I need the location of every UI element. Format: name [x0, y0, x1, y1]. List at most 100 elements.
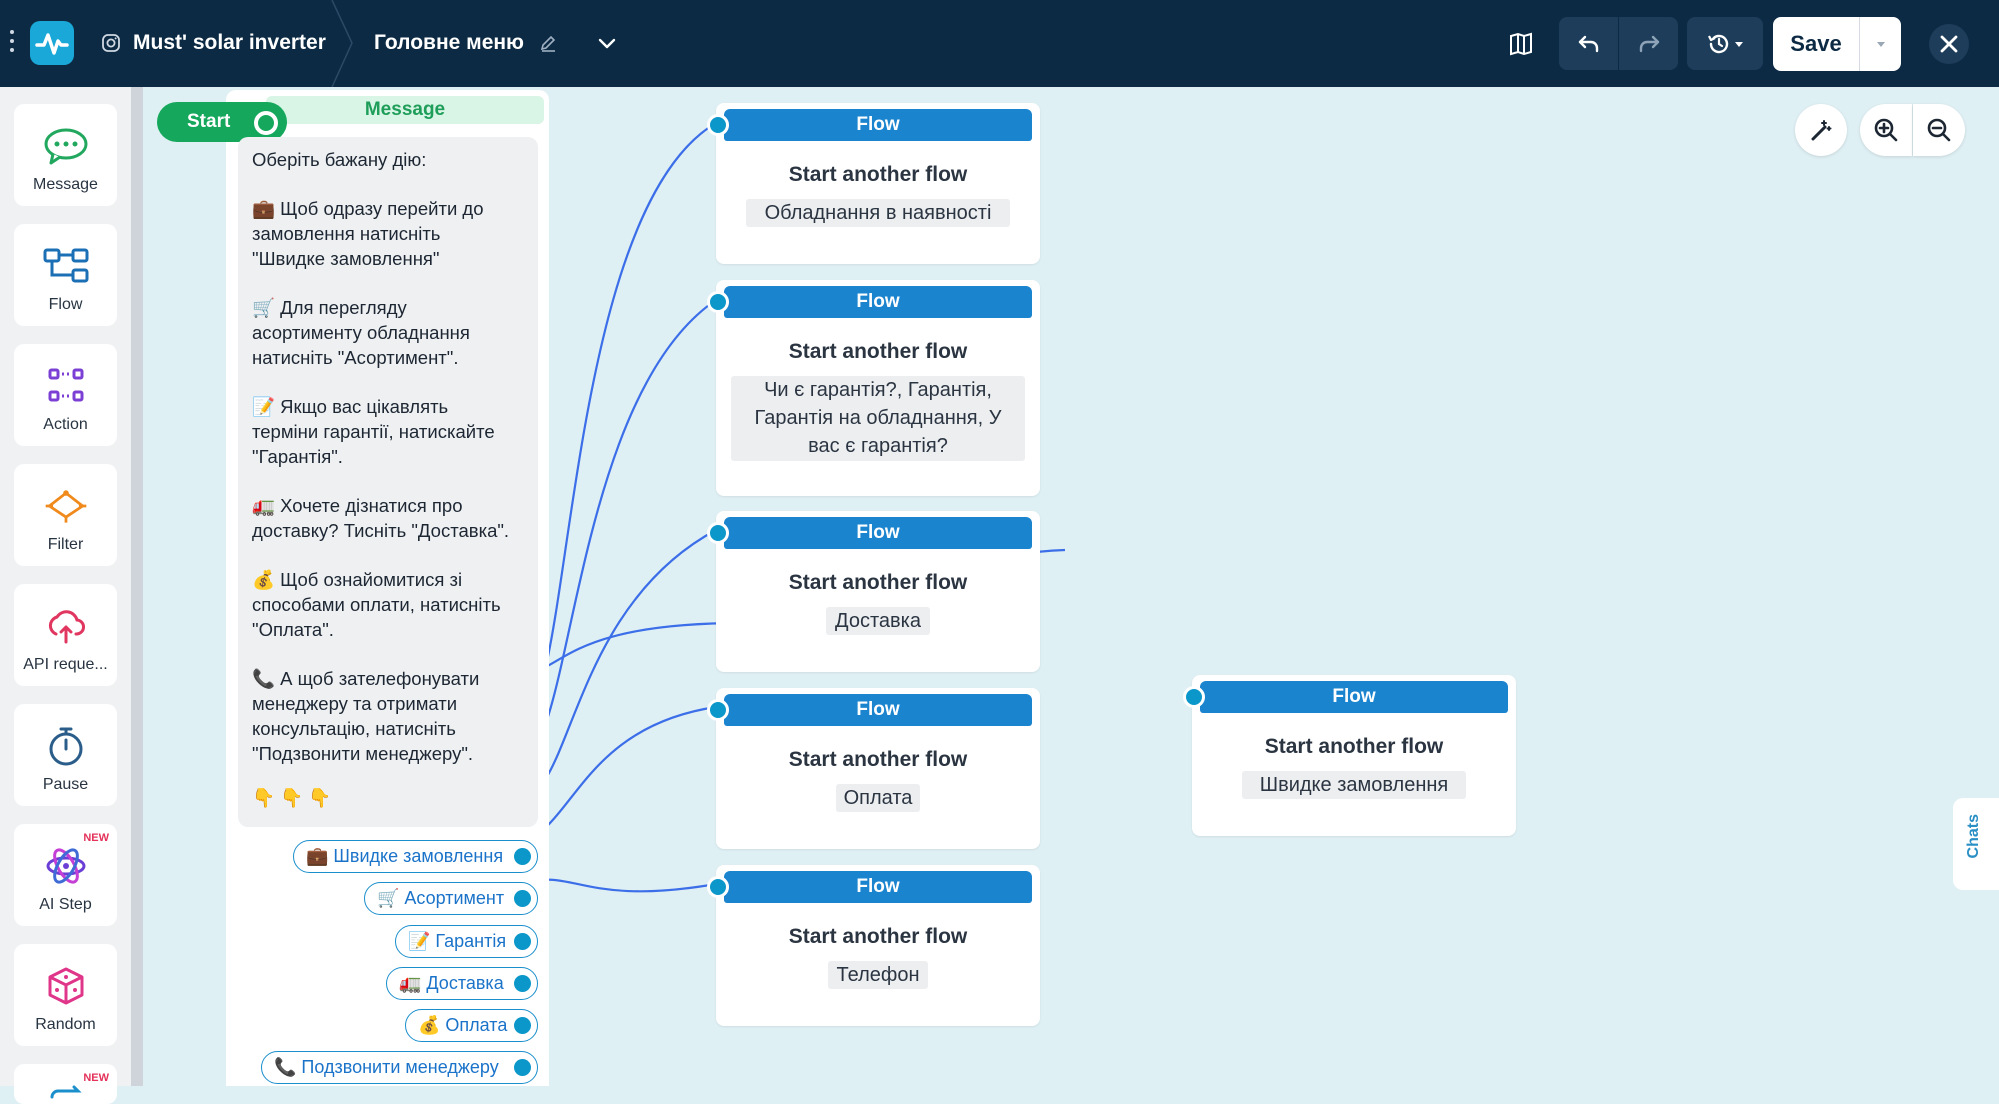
node-header: Message — [266, 96, 544, 124]
more-menu-icon[interactable] — [10, 30, 16, 56]
message-line: асортименту обладнання — [252, 322, 470, 343]
message-line: "Оплата". — [252, 619, 334, 640]
input-connector-icon[interactable] — [707, 699, 729, 721]
history-button[interactable] — [1687, 17, 1763, 70]
node-header: Flow — [724, 517, 1032, 549]
message-line: "Гарантія". — [252, 446, 343, 467]
chats-tab[interactable]: Chats — [1953, 798, 1999, 890]
message-icon — [42, 124, 90, 168]
palette-item-ai-step[interactable]: NEW AI Step — [14, 824, 117, 926]
ai-step-icon — [42, 844, 90, 888]
magic-wand-icon — [1811, 120, 1832, 141]
redo-icon — [1639, 35, 1659, 52]
map-book-button[interactable] — [1500, 17, 1542, 70]
output-connector-icon[interactable] — [514, 975, 531, 992]
pause-icon — [42, 724, 90, 768]
flow-node-subtitle: Start another flow — [788, 925, 968, 948]
node-header: Flow — [724, 694, 1032, 726]
input-connector-icon[interactable] — [707, 114, 729, 136]
message-line: 👇 👇 👇 — [252, 787, 332, 808]
target-flow-names: Чи є гарантія?, Гарантія, Гарантія на об… — [731, 376, 1025, 461]
undo-button[interactable] — [1559, 17, 1618, 70]
quick-reply-button[interactable]: 📞 Подзвонити менеджеру — [261, 1051, 538, 1084]
app-logo-icon[interactable] — [30, 21, 74, 65]
palette-item-flow[interactable]: Flow — [14, 224, 117, 326]
flow-node[interactable]: Flow Start another flow Оплата — [707, 688, 1040, 849]
connection-line — [522, 705, 717, 843]
magic-wand-button[interactable] — [1795, 104, 1847, 156]
quick-reply-button[interactable]: 📝 Гарантія — [395, 925, 538, 958]
edit-pencil-icon[interactable] — [538, 33, 558, 53]
new-badge: NEW — [83, 832, 109, 844]
save-button-group: Save — [1773, 17, 1901, 71]
save-options-button[interactable] — [1860, 17, 1901, 71]
target-flow-line: Гарантія на обладнання, У — [754, 407, 1002, 429]
chevron-down-icon[interactable] — [596, 32, 618, 54]
palette-item-api-request[interactable]: API reque... — [14, 584, 117, 686]
input-connector-icon[interactable] — [707, 291, 729, 313]
bot-title[interactable]: Must' solar inverter — [101, 26, 326, 60]
output-connector-icon[interactable] — [514, 890, 531, 907]
start-badge[interactable]: Start — [157, 102, 287, 142]
close-button[interactable] — [1926, 17, 1972, 70]
palette-item-action[interactable]: Action — [14, 344, 117, 446]
zoom-in-button[interactable] — [1860, 104, 1912, 156]
input-connector-icon[interactable] — [1183, 686, 1205, 708]
input-connector-icon[interactable] — [707, 876, 729, 898]
quick-reply-button[interactable]: 💰 Оплата — [405, 1009, 538, 1042]
save-button[interactable]: Save — [1790, 31, 1842, 56]
target-flow-name: Доставка — [826, 607, 930, 635]
palette-item-label: Flow — [48, 296, 83, 313]
palette-item-message[interactable]: Message — [14, 104, 117, 206]
quick-reply-button[interactable]: 🚛 Доставка — [386, 967, 538, 1000]
flow-icon — [42, 244, 90, 288]
random-icon — [42, 964, 90, 1008]
node-header: Flow — [724, 109, 1032, 141]
flow-node[interactable]: Flow Start another flow Доставка — [707, 511, 1040, 672]
flow-node[interactable]: Flow Start another flow Телефон — [707, 865, 1040, 1026]
palette-item-random[interactable]: Random — [14, 944, 117, 1046]
zoom-out-button[interactable] — [1913, 104, 1965, 156]
output-connector-icon[interactable] — [514, 848, 531, 865]
palette-item-filter[interactable]: Filter — [14, 464, 117, 566]
flow-node-subtitle: Start another flow — [788, 571, 968, 594]
palette-item-next[interactable]: NEW — [14, 1064, 117, 1104]
chevron-down-icon — [1876, 42, 1885, 47]
node-header: Flow — [1200, 681, 1508, 713]
new-badge: NEW — [83, 1072, 109, 1084]
quick-reply-button[interactable]: 💼 Швидке замовлення — [293, 840, 538, 873]
flow-node-subtitle: Start another flow — [788, 748, 968, 771]
top-bar: Must' solar inverter Головне меню Save — [0, 0, 1999, 87]
output-connector-icon[interactable] — [514, 1059, 531, 1076]
filter-icon — [42, 484, 90, 528]
flow-canvas[interactable]: Message Start Оберіть бажану дію: 💼 Щоб … — [143, 87, 1999, 1086]
action-icon — [42, 364, 90, 408]
node-header: Flow — [724, 871, 1032, 903]
output-connector-icon[interactable] — [514, 933, 531, 950]
quick-reply-button[interactable]: 🛒 Асортимент — [364, 882, 538, 915]
message-line: 📞 А щоб зателефонувати — [252, 668, 480, 689]
flow-node[interactable]: Flow Start another flow Чи є гарантія?, … — [707, 280, 1040, 496]
message-text[interactable]: Оберіть бажану дію: 💼 Щоб одразу перейти… — [238, 137, 538, 827]
quick-reply-label: 🚛 Доставка — [399, 973, 504, 993]
palette-item-label: Message — [33, 176, 98, 193]
flow-name: Головне меню — [374, 31, 524, 54]
quick-reply-label: 💰 Оплата — [418, 1015, 508, 1035]
message-line: менеджеру та отримати — [252, 693, 458, 714]
flow-title[interactable]: Головне меню — [374, 26, 618, 60]
palette-item-pause[interactable]: Pause — [14, 704, 117, 806]
flow-node[interactable]: Flow Start another flow Швидке замовленн… — [1183, 675, 1516, 836]
message-line: 🛒 Для перегляду — [252, 297, 407, 318]
palette-item-label: API reque... — [23, 656, 108, 673]
output-connector-icon[interactable] — [514, 1017, 531, 1034]
redo-button[interactable] — [1619, 17, 1678, 70]
instagram-icon — [102, 34, 120, 52]
flow-node[interactable]: Flow Start another flow Обладнання в ная… — [707, 103, 1040, 264]
input-connector-icon[interactable] — [707, 522, 729, 544]
zoom-in-icon — [1874, 118, 1898, 142]
start-connector-icon[interactable] — [254, 111, 278, 135]
sidebar-scrollbar[interactable] — [131, 87, 143, 1086]
palette-item-label: Action — [43, 416, 88, 433]
message-line: замовлення натисніть — [252, 223, 441, 244]
target-flow-name: Обладнання в наявності — [746, 199, 1010, 227]
